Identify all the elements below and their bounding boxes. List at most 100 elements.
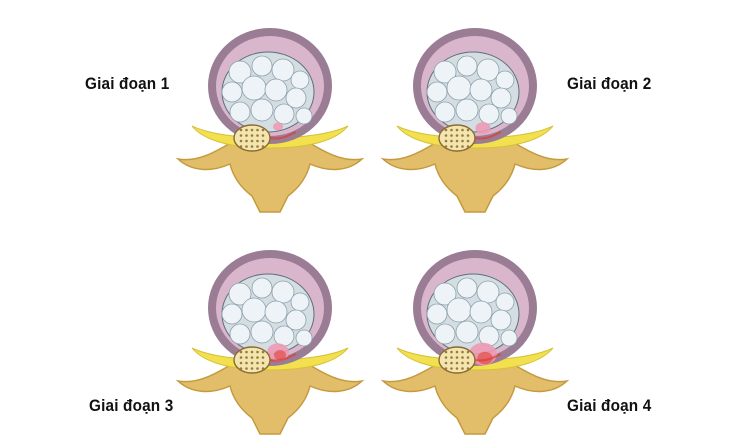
nucleus-bubble <box>228 282 252 306</box>
cord-dot <box>261 139 265 143</box>
nucleus-bubble <box>290 292 310 312</box>
cord-dot <box>450 134 453 137</box>
cord-dot <box>250 139 254 143</box>
cord-dot <box>256 145 259 148</box>
cord-dot <box>239 367 243 370</box>
cord-dot <box>239 139 243 143</box>
cord-dot <box>461 134 464 137</box>
cord-dot <box>245 361 248 365</box>
nucleus-bubble <box>221 81 243 103</box>
nucleus-bubble <box>490 87 512 109</box>
cord-dot <box>261 361 265 365</box>
cord-dot <box>256 134 259 137</box>
nucleus-bubble <box>241 297 267 323</box>
cord-dot <box>261 128 265 132</box>
cord-dot <box>455 367 459 370</box>
cord-dot <box>461 356 464 359</box>
cord-dot <box>256 361 259 365</box>
cord-dot <box>239 361 243 365</box>
nucleus-bubble <box>251 277 273 299</box>
cord-dot <box>250 361 254 365</box>
nucleus-bubble <box>455 98 479 122</box>
cord-dot <box>455 145 459 148</box>
herniation-bulge <box>273 122 283 131</box>
nucleus-bubble <box>495 292 515 312</box>
cord-dot <box>444 367 448 370</box>
nucleus-bubble <box>290 70 310 90</box>
cord-dot <box>450 350 453 354</box>
nucleus-bubble <box>250 98 274 122</box>
cord-dot <box>444 139 448 143</box>
nucleus-bubble <box>476 58 500 82</box>
cord-dot <box>250 356 254 359</box>
cord-dot <box>466 361 470 365</box>
cord-dot <box>461 139 464 143</box>
nucleus-bubble <box>271 58 295 82</box>
nucleus-bubble <box>476 280 500 304</box>
nucleus-bubble <box>456 277 478 299</box>
nucleus-bubble <box>273 103 295 125</box>
cord-dot <box>256 350 259 354</box>
nucleus-bubble <box>469 78 493 102</box>
cord-dot <box>444 356 448 359</box>
nucleus-bubble <box>434 323 456 345</box>
nucleus-bubble <box>469 300 493 324</box>
inflammation-spot <box>273 350 287 360</box>
cord-dot <box>455 128 459 132</box>
cord-dot <box>256 128 259 132</box>
cord-dot <box>250 350 254 354</box>
cord-dot <box>245 134 248 137</box>
nucleus-bubble <box>264 78 288 102</box>
cord-dot <box>245 139 248 143</box>
nucleus-bubble <box>229 101 251 123</box>
cord-dot <box>466 134 470 137</box>
cord-dot <box>250 134 254 137</box>
cord-dot <box>245 145 248 148</box>
cord-dot <box>455 356 459 359</box>
cord-dot <box>239 356 243 359</box>
cord-dot <box>444 134 448 137</box>
cord-dot <box>450 139 453 143</box>
nucleus-bubble <box>446 297 472 323</box>
nucleus-bubble <box>500 329 518 347</box>
cord-dot <box>261 145 265 148</box>
nerve-root <box>474 353 502 362</box>
cord-dot <box>466 367 470 370</box>
nucleus-bubble <box>456 55 478 77</box>
nucleus-bubble <box>229 323 251 345</box>
nucleus-bubble <box>478 103 500 125</box>
nucleus-bubble <box>264 300 288 324</box>
nucleus-bubble <box>433 282 457 306</box>
cord-dot <box>245 128 248 132</box>
cord-dot <box>455 361 459 365</box>
cord-dot <box>455 139 459 143</box>
cord-dot <box>461 367 464 370</box>
nucleus-bubble <box>250 320 274 344</box>
cord-dot <box>450 145 453 148</box>
cord-dot <box>450 356 453 359</box>
cord-dot <box>261 134 265 137</box>
cord-dot <box>455 134 459 137</box>
cord-dot <box>261 356 265 359</box>
nucleus-bubble <box>271 280 295 304</box>
cord-dot <box>256 139 259 143</box>
cord-dot <box>239 134 243 137</box>
stage-2-label: Giai đoạn 2 <box>567 74 652 93</box>
cord-dot <box>250 367 254 370</box>
nucleus-bubble <box>273 325 295 347</box>
herniation-bulge <box>475 122 491 135</box>
nucleus-bubble <box>426 81 448 103</box>
cord-dot <box>461 145 464 148</box>
cord-dot <box>245 356 248 359</box>
cord-dot <box>245 367 248 370</box>
stage-3-label: Giai đoạn 3 <box>89 396 174 415</box>
cord-dot <box>239 350 243 354</box>
nucleus-bubble <box>426 303 448 325</box>
nucleus-bubble <box>490 309 512 331</box>
vertebra-stage-1 <box>175 28 365 213</box>
nucleus-bubble <box>446 75 472 101</box>
vertebra-stage-2 <box>380 28 570 213</box>
cord-dot <box>466 128 470 132</box>
cord-dot <box>461 128 464 132</box>
